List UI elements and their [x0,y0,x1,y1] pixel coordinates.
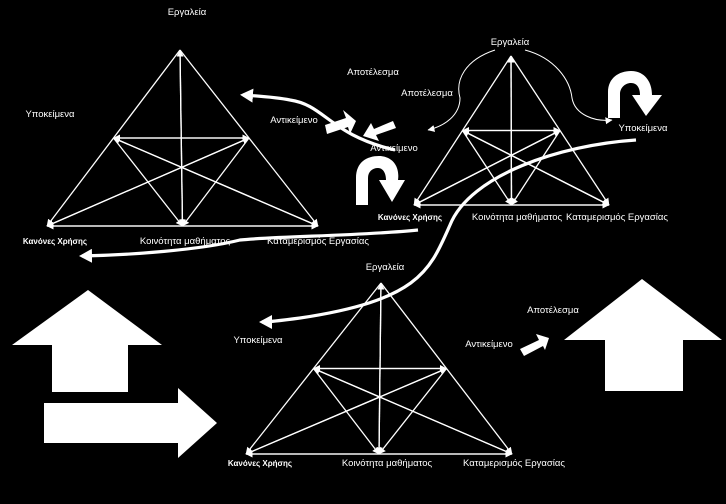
large-up-arrow-right [564,279,722,391]
tri2-community-label: Κοινότητα μαθήματος [472,212,563,223]
block-arrow-object-3 [520,334,549,356]
triangle-inner-line [176,49,184,227]
tri3-community-label: Κοινότητα μαθήματος [342,458,433,469]
tri1-tools-label: Εργαλεία [168,7,207,18]
result-label-2: Αποτέλεσμα [401,88,453,99]
object-label-3: Αντικείμενο [465,339,513,350]
thin-arrow-tools-to-result-right [524,49,613,125]
tri2-division-of-labour-label: Καταμερισμός Εργασίας [566,212,668,223]
triangle-activity-system-1 [46,49,319,230]
tri1-subjects-label: Υποκείμενα [25,109,75,120]
triangle-inner-line [461,130,513,206]
thin-arrow-tools-to-result-left [427,49,496,132]
curl-arrow-subjects [608,71,662,118]
tri2-tools-label: Εργαλεία [491,37,530,48]
connector-arrow-object-to-subjects [240,88,396,152]
triangle-inner-line [510,130,561,206]
triangle-inner-line [181,137,250,227]
tri2-rules-label: Κανόνες Χρήσης [378,213,442,222]
result-label-3: Αποτέλεσμα [527,305,579,316]
tri1-division-of-labour-label: Καταμερισμός Εργασίας [267,236,369,247]
curl-arrow-rules [356,156,405,205]
triangle-inner-line [112,137,184,227]
object-label-1: Αντικείμενο [270,115,318,126]
large-right-arrow [44,388,217,458]
tri3-rules-label: Κανόνες Χρήσης [228,459,292,468]
tri3-division-of-labour-label: Καταμερισμός Εργασίας [463,458,565,469]
tri1-community-label: Κοινότητα μαθήματος [140,236,231,247]
triangle-inner-line [507,55,515,206]
block-arrow-object-1 [325,110,356,134]
connector-arrow-rules-sweep [79,228,419,263]
tri3-subjects-label: Υποκείμενα [233,335,283,346]
triangle-activity-system-2 [413,55,610,209]
block-arrow-object-2 [363,121,396,141]
tri3-tools-label: Εργαλεία [366,262,405,273]
tri1-rules-label: Κανόνες Χρήσης [23,237,87,246]
result-label-1: Αποτέλεσμα [347,67,399,78]
triangle-inner-line [378,368,448,455]
connector-arrow-s-curve [259,138,637,329]
large-up-arrow-left [12,290,162,392]
triangle-inner-line [377,282,385,455]
triangle-activity-system-3 [245,282,513,458]
subjects-label-2: Υποκείμενα [618,123,668,134]
triangle-inner-line [312,368,380,455]
